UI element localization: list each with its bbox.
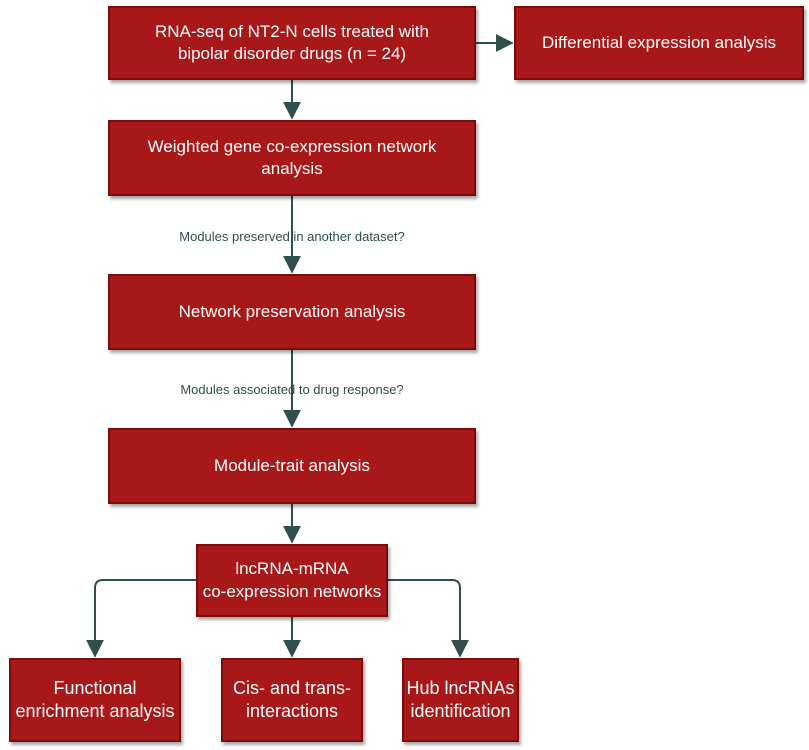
node-functional-enrichment-label: Functional enrichment analysis bbox=[15, 677, 175, 721]
edge-label-preserved: Modules preserved in another dataset? bbox=[179, 229, 405, 244]
node-differential-expression: Differential expression analysis bbox=[514, 6, 804, 80]
node-hub-lncrnas-label: Hub lncRNAs identification bbox=[406, 677, 515, 721]
node-wgcna: Weighted gene co-expression network anal… bbox=[108, 120, 476, 196]
node-wgcna-label: Weighted gene co-expression network anal… bbox=[147, 136, 437, 178]
node-module-trait-label: Module-trait analysis bbox=[214, 455, 370, 475]
node-cis-trans: Cis- and trans- interactions bbox=[221, 658, 363, 742]
node-cis-trans-label: Cis- and trans- interactions bbox=[232, 677, 352, 721]
node-module-trait: Module-trait analysis bbox=[108, 428, 476, 504]
node-lncrna-networks-label: lncRNA-mRNA co-expression networks bbox=[202, 559, 382, 601]
node-rnaseq: RNA-seq of NT2-N cells treated with bipo… bbox=[108, 6, 476, 80]
node-lncrna-networks: lncRNA-mRNA co-expression networks bbox=[196, 544, 388, 617]
arrow-networks-to-functional bbox=[86, 579, 196, 658]
node-functional-enrichment: Functional enrichment analysis bbox=[9, 658, 181, 742]
node-hub-lncrnas: Hub lncRNAs identification bbox=[402, 658, 519, 742]
node-differential-expression-label: Differential expression analysis bbox=[541, 32, 777, 52]
node-network-preservation-label: Network preservation analysis bbox=[178, 301, 406, 321]
arrow-networks-to-hub bbox=[388, 579, 469, 658]
node-rnaseq-label: RNA-seq of NT2-N cells treated with bipo… bbox=[155, 21, 429, 63]
edge-label-associated: Modules associated to drug response? bbox=[180, 382, 404, 397]
node-network-preservation: Network preservation analysis bbox=[108, 274, 476, 350]
